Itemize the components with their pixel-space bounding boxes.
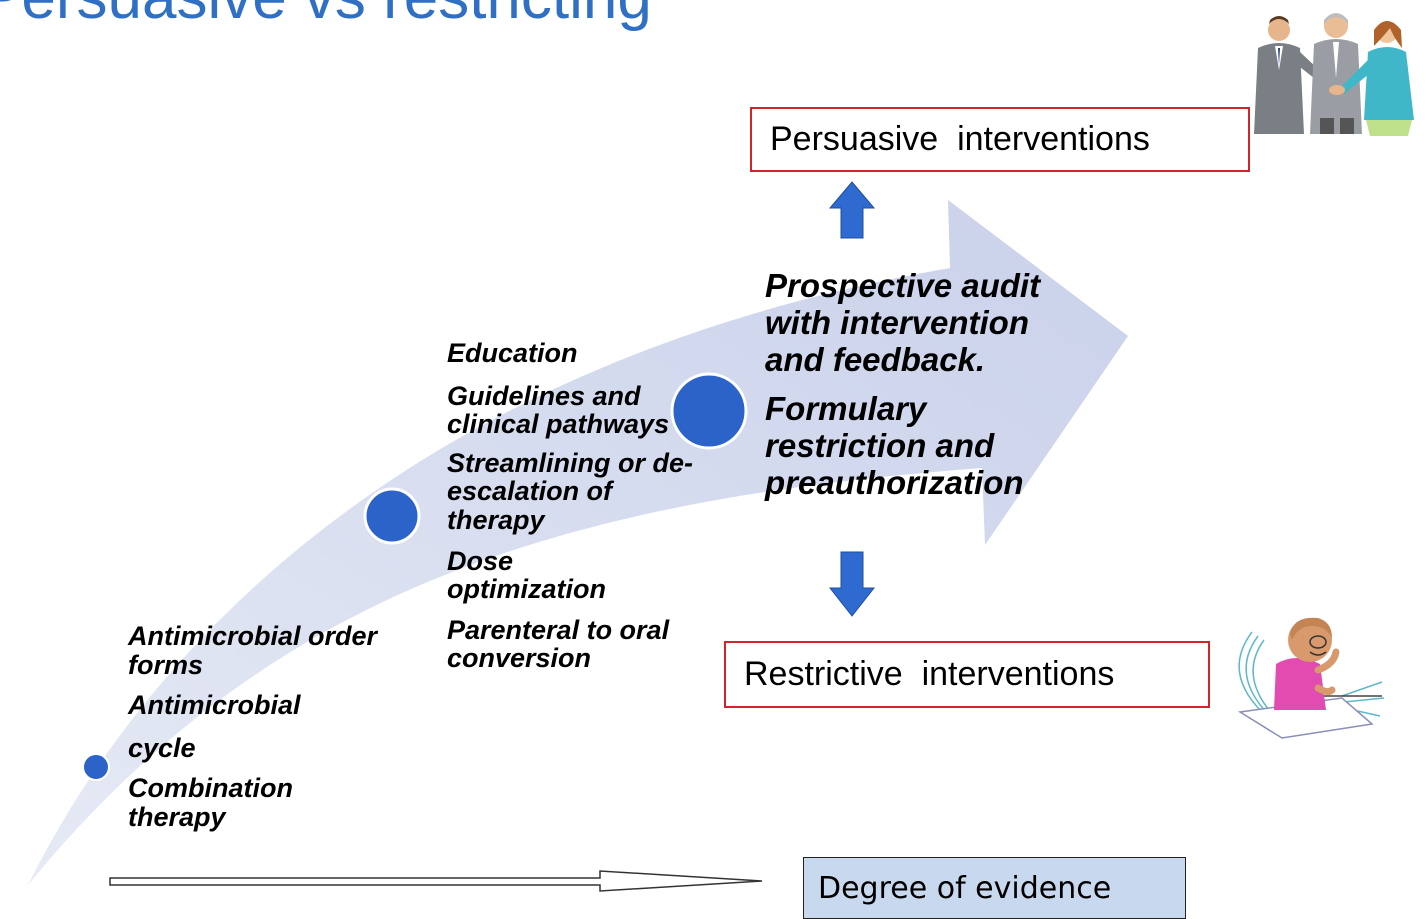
stage-3-item: Prospective audit with intervention and … xyxy=(765,267,1041,378)
stage-2-item: Guidelines and clinical pathways xyxy=(447,380,670,440)
up-arrow-icon xyxy=(828,181,876,239)
persuasive-interventions-box: Persuasive interventions xyxy=(750,107,1250,172)
stage-2-item: Streamlining or de-escalation of therapy xyxy=(447,447,694,536)
stage-1-item: Antimicrobial order forms xyxy=(128,621,378,680)
stage-3-labels: Prospective audit with intervention and … xyxy=(765,267,1095,502)
stage-1-labels: Antimicrobial order forms Antimicrobial … xyxy=(128,622,428,832)
business-people-handshake-icon xyxy=(1254,13,1414,136)
stage-1-marker-icon xyxy=(82,753,110,781)
degree-of-evidence-box: Degree of evidence xyxy=(803,857,1186,919)
stage-2-item: Parenteral to oral conversion xyxy=(447,614,670,674)
stage-2-marker-icon xyxy=(363,487,421,545)
stage-2-item: Education xyxy=(447,338,578,368)
degree-of-evidence-label: Degree of evidence xyxy=(818,870,1112,906)
sweep-arrow xyxy=(28,200,1128,885)
tearing-paper-man-icon xyxy=(1237,617,1385,739)
stage-2-labels: Education Guidelines and clinical pathwa… xyxy=(447,339,697,673)
stage-1-item: Combination therapy xyxy=(128,773,293,833)
down-arrow-icon xyxy=(828,551,876,617)
stage-1-item: Antimicrobial xyxy=(128,690,301,721)
stage-3-item: Formulary restriction and preauthorizati… xyxy=(765,389,1024,501)
stage-3-marker-icon xyxy=(670,372,748,450)
restrictive-interventions-box: Restrictive interventions xyxy=(724,641,1210,708)
persuasive-interventions-label: Persuasive interventions xyxy=(770,120,1150,158)
stage-2-item: Dose optimization xyxy=(447,545,606,605)
stage-1-item: cycle xyxy=(128,732,196,763)
page-title: Persuasive vs restricting xyxy=(0,0,652,33)
restrictive-interventions-label: Restrictive interventions xyxy=(744,655,1115,693)
evidence-arrow xyxy=(109,870,763,892)
